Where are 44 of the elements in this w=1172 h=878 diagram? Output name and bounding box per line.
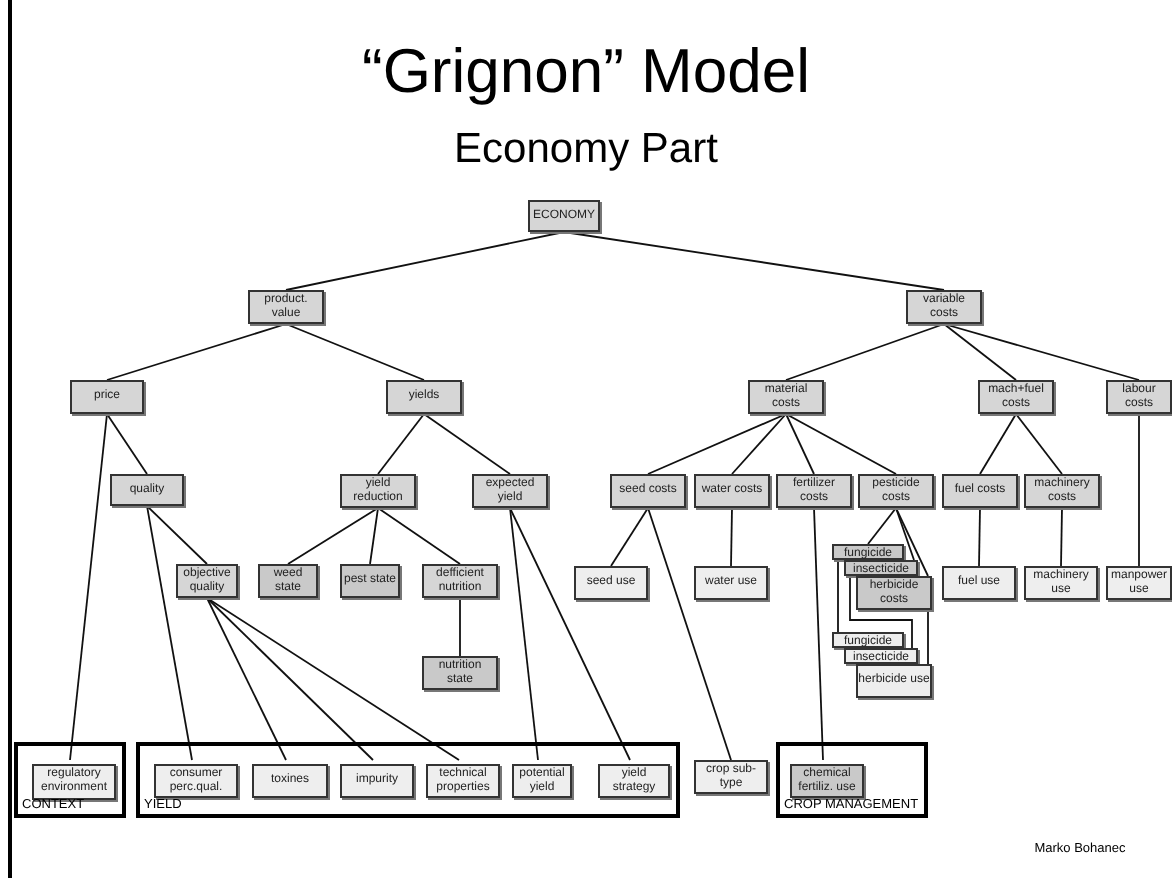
connector-line (106, 323, 287, 381)
group-frame (776, 742, 928, 818)
connector-line (785, 413, 815, 475)
connector-line (206, 597, 460, 761)
connector-line (377, 413, 425, 475)
connector-line (206, 597, 287, 761)
connector-line (285, 323, 425, 381)
connector-line (927, 609, 929, 665)
group-frame (136, 742, 680, 818)
connector-line (895, 507, 929, 577)
connector-line (423, 413, 511, 475)
connector-line (647, 413, 787, 475)
connector-line (867, 507, 897, 545)
connector-line (1138, 413, 1140, 567)
connector-line (731, 413, 787, 475)
connector-line (979, 413, 1017, 475)
connector-line (146, 505, 193, 761)
connector-line (459, 597, 461, 657)
connector-line (106, 413, 148, 475)
connector-line (978, 507, 981, 567)
connector-line (785, 413, 897, 475)
title: “Grignon” Model (360, 36, 812, 108)
connector-line (146, 505, 208, 565)
connector-line (509, 507, 631, 761)
connector-line (610, 507, 649, 567)
connector-line (849, 575, 913, 649)
connector-line (1015, 413, 1063, 475)
connector-line (1060, 507, 1063, 567)
connector-line (369, 507, 379, 565)
connector-line (895, 507, 915, 561)
connector-line (287, 507, 379, 565)
connector-line (730, 507, 733, 567)
connector-line (647, 507, 732, 761)
connector-line (377, 507, 461, 565)
connector-line (69, 413, 108, 761)
connector-line (509, 507, 539, 761)
connector-line (943, 323, 1017, 381)
connector-line (943, 323, 1140, 381)
subtitle: Economy Part (452, 124, 720, 176)
connector-line (785, 323, 945, 381)
group-frame (14, 742, 126, 818)
connector-line (206, 597, 374, 761)
connector-line (837, 559, 839, 633)
connector-line (813, 507, 824, 761)
